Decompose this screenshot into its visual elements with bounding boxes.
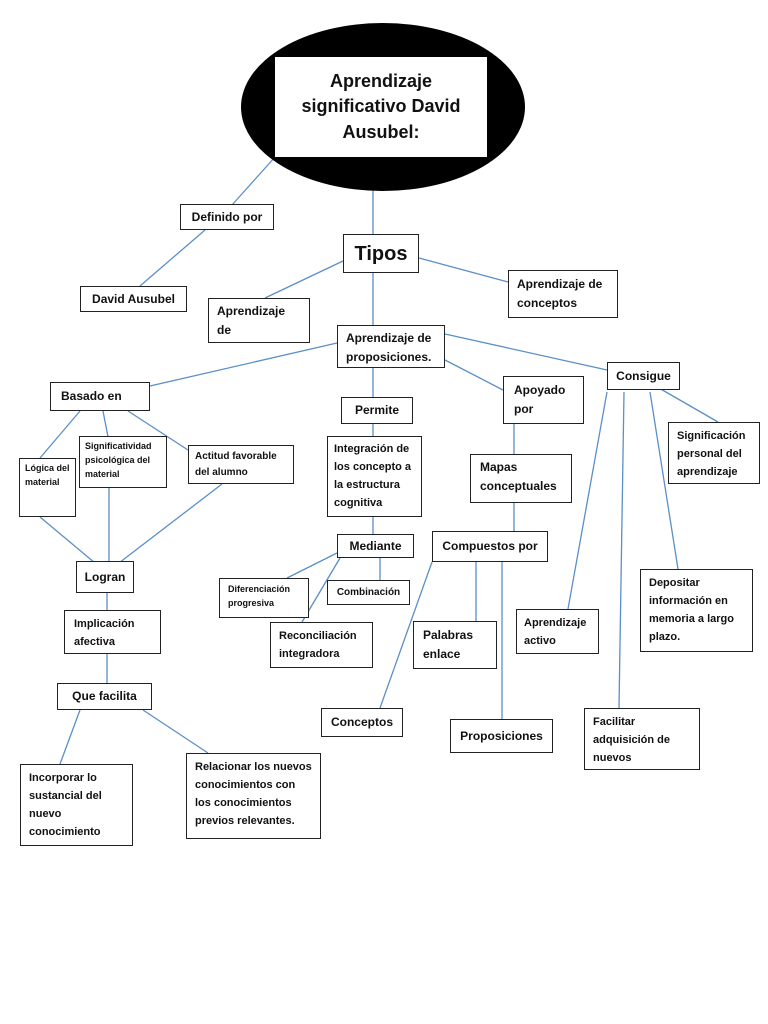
node-definido-por: Definido por bbox=[180, 204, 274, 230]
connector bbox=[59, 709, 81, 765]
node-proposiciones: Proposiciones bbox=[450, 719, 553, 753]
connector bbox=[379, 561, 433, 709]
connector bbox=[231, 156, 276, 206]
connector bbox=[264, 260, 344, 299]
node-aprendizaje-activo: Aprendizaje activo bbox=[516, 609, 599, 654]
connector bbox=[39, 410, 81, 459]
node-aprendizaje-conceptos: Aprendizaje de conceptos bbox=[508, 270, 618, 318]
node-relacionar: Relacionar los nuevos conocimientos con … bbox=[186, 753, 321, 839]
node-actitud-favorable: Actitud favorable del alumno bbox=[188, 445, 294, 484]
connector bbox=[444, 333, 608, 371]
node-significacion-personal: Significación personal del aprendizaje bbox=[668, 422, 760, 484]
node-incorporar: Incorporar lo sustancial del nuevo conoc… bbox=[20, 764, 133, 846]
connector bbox=[149, 342, 338, 387]
node-diferenciacion: Diferenciación progresiva bbox=[219, 578, 309, 618]
node-basado-en: Basado en bbox=[50, 382, 150, 411]
node-aprendizaje-representacion: Aprendizaje de representación bbox=[208, 298, 310, 343]
node-integracion: Integración de los concepto a la estruct… bbox=[327, 436, 422, 517]
node-david-ausubel: David Ausubel bbox=[80, 286, 187, 312]
node-mediante: Mediante bbox=[337, 534, 414, 558]
connector bbox=[649, 391, 679, 570]
node-que-facilita: Que facilita bbox=[57, 683, 152, 710]
node-conceptos: Conceptos bbox=[321, 708, 403, 737]
connector bbox=[618, 391, 625, 709]
connector bbox=[127, 410, 189, 451]
connector bbox=[142, 709, 209, 754]
node-depositar: Depositar información en memoria a largo… bbox=[640, 569, 753, 652]
node-permite: Permite bbox=[341, 397, 413, 424]
node-logica-material: Lógica del material bbox=[19, 458, 76, 517]
node-apoyado-por: Apoyado por bbox=[503, 376, 584, 424]
node-aprendizaje-proposiciones: Aprendizaje de proposiciones. bbox=[337, 325, 445, 368]
node-combinacion: Combinación bbox=[327, 580, 410, 605]
node-significatividad: Significatividad psicológica del materia… bbox=[79, 436, 167, 488]
connector bbox=[39, 516, 96, 564]
connector bbox=[651, 383, 719, 423]
node-palabras-enlace: Palabras enlace bbox=[413, 621, 497, 669]
connector bbox=[286, 552, 338, 579]
node-facilitar: Facilitar adquisición de nuevos bbox=[584, 708, 700, 770]
node-reconciliacion: Reconciliación integradora bbox=[270, 622, 373, 668]
diagram-title: Aprendizaje significativo David Ausubel: bbox=[275, 57, 487, 157]
connector bbox=[118, 483, 223, 564]
node-logran: Logran bbox=[76, 561, 134, 593]
connector bbox=[418, 257, 509, 283]
connector bbox=[139, 229, 206, 287]
node-tipos: Tipos bbox=[343, 234, 419, 273]
node-compuestos-por: Compuestos por bbox=[432, 531, 548, 562]
connector bbox=[444, 359, 504, 391]
node-mapas-conceptuales: Mapas conceptuales bbox=[470, 454, 572, 503]
node-implicacion: Implicación afectiva bbox=[64, 610, 161, 654]
node-consigue: Consigue bbox=[607, 362, 680, 390]
connector bbox=[567, 391, 608, 610]
